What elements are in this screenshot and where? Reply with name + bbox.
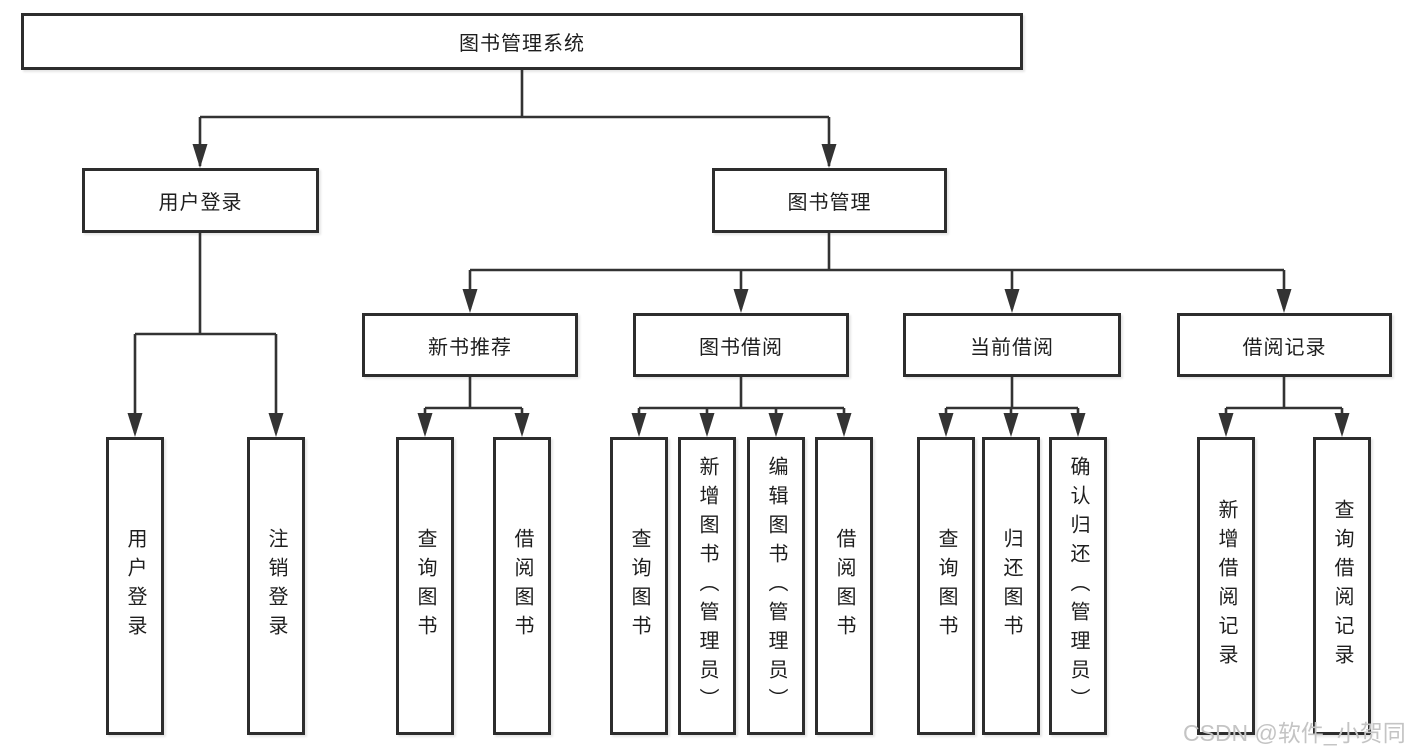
node-label: 当前借阅 bbox=[970, 336, 1054, 359]
leaf-borrow-books-recommend: 借阅图书 bbox=[493, 437, 551, 735]
node-label: 查询图书 bbox=[414, 528, 436, 644]
node-label: 用户登录 bbox=[124, 528, 146, 644]
node-label: 图书管理 bbox=[787, 192, 872, 214]
leaf-return-book: 归还图书 bbox=[982, 437, 1040, 735]
csdn-watermark: CSDN @软件_小贺同学 bbox=[1183, 720, 1405, 746]
node-label: 借阅图书 bbox=[511, 528, 533, 644]
node-label: 新增借阅记录 bbox=[1215, 499, 1237, 673]
node-borrowing-records: 借阅记录 bbox=[1177, 313, 1392, 377]
node-label: 用户登录 bbox=[158, 192, 243, 214]
node-label: 查询借阅记录 bbox=[1331, 499, 1353, 673]
node-new-book-recommendation: 新书推荐 bbox=[362, 313, 578, 377]
node-label: 编辑图书（管理员） bbox=[765, 455, 787, 717]
leaf-borrow-books: 借阅图书 bbox=[815, 437, 873, 735]
leaf-confirm-return-admin: 确认归还（管理员） bbox=[1049, 437, 1107, 735]
leaf-edit-book-admin: 编辑图书（管理员） bbox=[747, 437, 805, 735]
node-label: 图书管理系统 bbox=[459, 33, 585, 55]
node-label: 借阅图书 bbox=[833, 528, 855, 644]
node-label: 归还图书 bbox=[1000, 528, 1022, 644]
node-label: 确认归还（管理员） bbox=[1067, 455, 1089, 717]
leaf-query-books-borrow: 查询图书 bbox=[610, 437, 668, 735]
node-label: 图书借阅 bbox=[699, 336, 783, 359]
node-label: 借阅记录 bbox=[1242, 336, 1327, 359]
node-label: 新增图书（管理员） bbox=[696, 455, 718, 717]
node-label: 注销登录 bbox=[265, 528, 287, 644]
leaf-add-book-admin: 新增图书（管理员） bbox=[678, 437, 736, 735]
leaf-logout: 注销登录 bbox=[247, 437, 305, 735]
leaf-query-books-recommend: 查询图书 bbox=[396, 437, 454, 735]
leaf-query-borrow-record: 查询借阅记录 bbox=[1313, 437, 1371, 735]
node-library-management-system: 图书管理系统 bbox=[21, 13, 1023, 70]
leaf-user-login: 用户登录 bbox=[106, 437, 164, 735]
node-book-management: 图书管理 bbox=[712, 168, 947, 233]
node-current-borrowing: 当前借阅 bbox=[903, 313, 1121, 377]
leaf-add-borrow-record: 新增借阅记录 bbox=[1197, 437, 1255, 735]
node-label: 新书推荐 bbox=[428, 336, 512, 359]
node-label: 查询图书 bbox=[628, 528, 650, 644]
node-label: 查询图书 bbox=[935, 528, 957, 644]
node-book-borrowing: 图书借阅 bbox=[633, 313, 849, 377]
leaf-query-books-current: 查询图书 bbox=[917, 437, 975, 735]
node-user-login: 用户登录 bbox=[82, 168, 319, 233]
